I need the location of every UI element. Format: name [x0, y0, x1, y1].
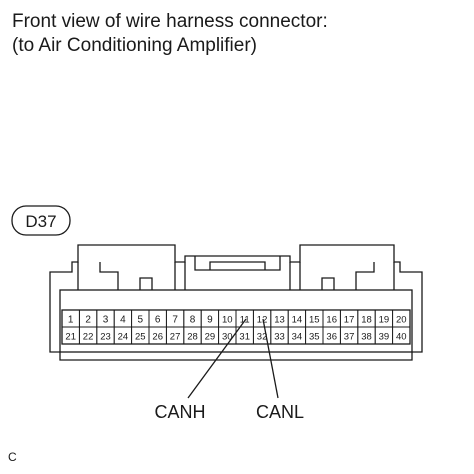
- pin-label-6: 6: [155, 315, 161, 326]
- pin-cell-40: [392, 326, 411, 345]
- pin-label-40: 40: [396, 332, 407, 343]
- pin-label-1: 1: [68, 315, 74, 326]
- pin-label-37: 37: [344, 332, 355, 343]
- pin-label-24: 24: [118, 332, 129, 343]
- canh-label: CANH: [154, 402, 205, 422]
- pin-label-32: 32: [257, 332, 268, 343]
- footer-code: C: [8, 450, 17, 464]
- pin-label-34: 34: [292, 332, 303, 343]
- pin-label-22: 22: [83, 332, 94, 343]
- pin-label-10: 10: [222, 315, 233, 326]
- pin-label-31: 31: [239, 332, 250, 343]
- right-housing-detail: [299, 262, 395, 290]
- pin-label-23: 23: [100, 332, 111, 343]
- diagram-title: Front view of wire harness connector: (t…: [12, 10, 328, 58]
- connector-code: D37: [25, 212, 56, 231]
- pin-label-18: 18: [361, 315, 372, 326]
- pin-label-19: 19: [379, 315, 390, 326]
- pin-label-17: 17: [344, 315, 355, 326]
- pin-label-38: 38: [361, 332, 372, 343]
- pin-label-8: 8: [190, 315, 196, 326]
- pin-label-7: 7: [172, 315, 178, 326]
- connector-housing: [49, 244, 423, 361]
- pin-label-16: 16: [326, 315, 337, 326]
- pin-label-14: 14: [292, 315, 303, 326]
- pin-label-25: 25: [135, 332, 146, 343]
- pin-label-30: 30: [222, 332, 233, 343]
- pin-label-5: 5: [138, 315, 144, 326]
- pin-label-36: 36: [326, 332, 337, 343]
- pin-label-13: 13: [274, 315, 285, 326]
- pin-label-9: 9: [207, 315, 213, 326]
- pin-label-12: 12: [257, 315, 268, 326]
- pin-label-21: 21: [65, 332, 76, 343]
- pin-block: [59, 289, 413, 353]
- pin-label-39: 39: [379, 332, 390, 343]
- title-line-1: Front view of wire harness connector:: [12, 11, 328, 32]
- pin-label-4: 4: [120, 315, 126, 326]
- pin-label-20: 20: [396, 315, 407, 326]
- title-line-2: (to Air Conditioning Amplifier): [12, 35, 257, 56]
- pin-label-26: 26: [152, 332, 163, 343]
- pin-label-3: 3: [103, 315, 109, 326]
- pin-label-29: 29: [205, 332, 216, 343]
- canl-leader-line: [262, 318, 279, 399]
- pin-label-2: 2: [85, 315, 91, 326]
- connector-code-oval: [11, 205, 71, 236]
- connector-latch: [184, 256, 291, 290]
- pin-label-35: 35: [309, 332, 320, 343]
- pin-label-15: 15: [309, 315, 320, 326]
- left-housing-detail: [77, 262, 176, 290]
- pin-label-11: 11: [240, 315, 250, 326]
- canl-label: CANL: [256, 402, 304, 422]
- pin-label-28: 28: [187, 332, 198, 343]
- pin-label-27: 27: [170, 332, 181, 343]
- pin-label-33: 33: [274, 332, 285, 343]
